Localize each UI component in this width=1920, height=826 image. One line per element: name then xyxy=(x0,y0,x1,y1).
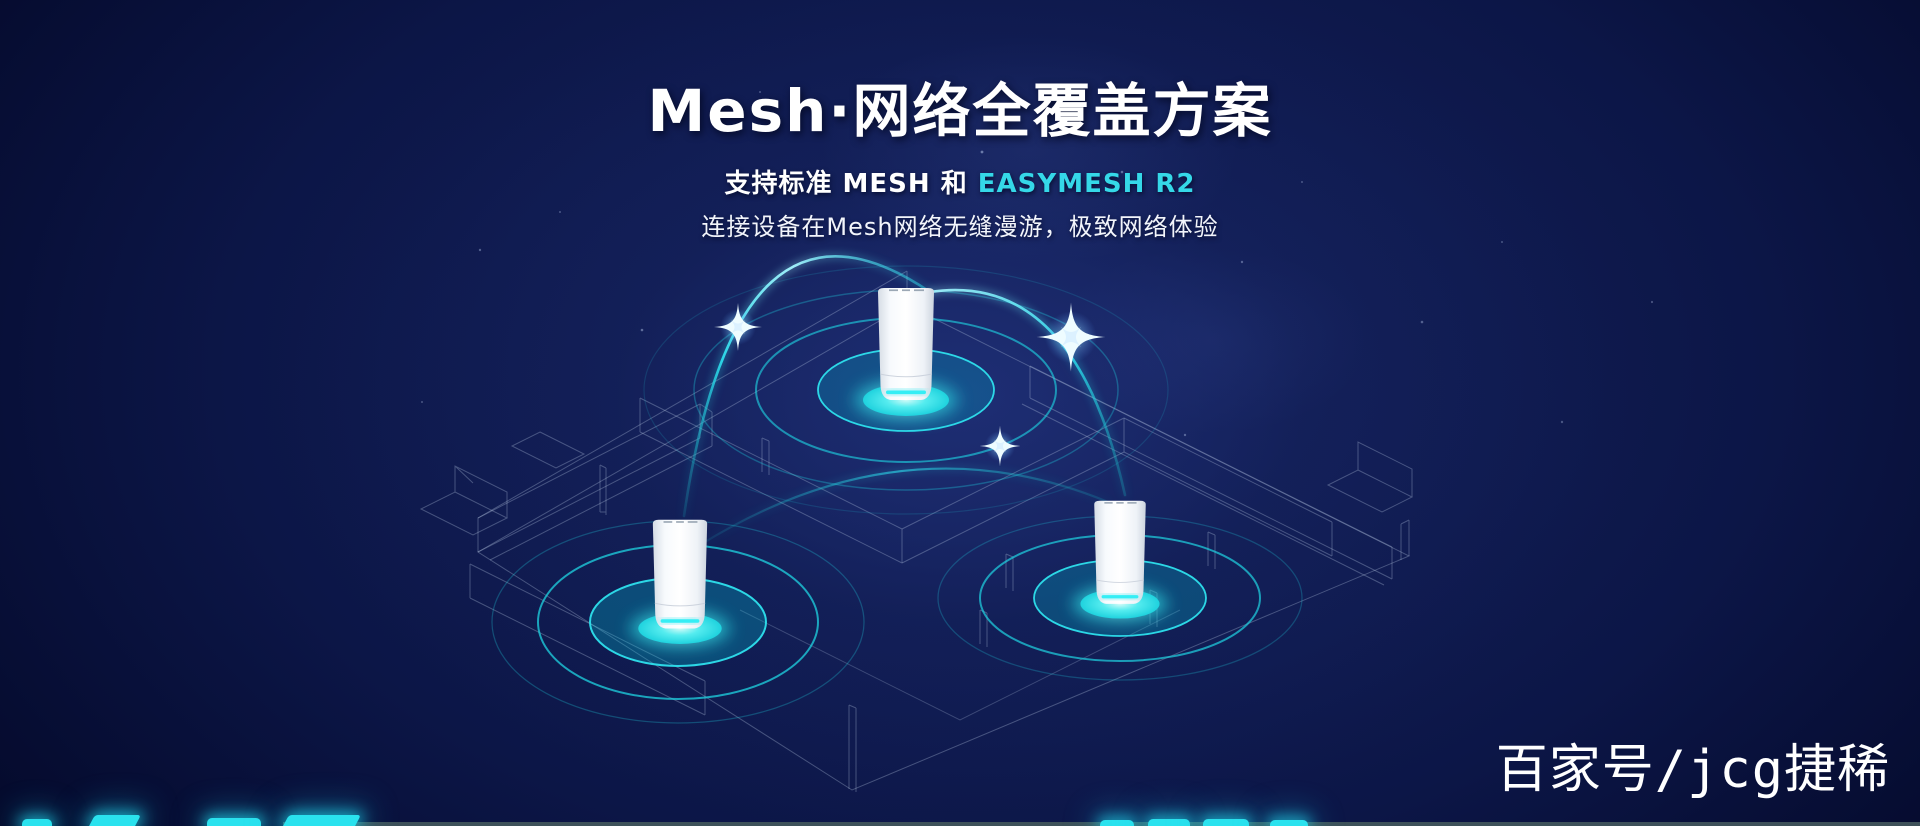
glow-glyph xyxy=(1270,820,1308,826)
watermark-platform: 百家号 xyxy=(1495,740,1655,800)
bottom-cropped-glow-text xyxy=(0,796,1920,826)
right-mesh-router xyxy=(1072,501,1168,622)
sparkle-small-icon xyxy=(979,425,1021,467)
watermark-account: jcg捷稀 xyxy=(1687,740,1890,800)
glow-glyph xyxy=(1148,819,1190,826)
easymesh-highlight: EASYMESH R2 xyxy=(977,168,1196,199)
hero-subtitle-line2: 连接设备在Mesh网络无缝漫游，极致网络体验 xyxy=(701,212,1219,241)
watermark-separator: / xyxy=(1654,740,1688,800)
watermark: 百家号/jcg捷稀 xyxy=(1496,727,1890,802)
glow-glyph xyxy=(283,815,361,826)
glow-glyph xyxy=(89,815,141,826)
hero-text-block: Mesh·网络全覆盖方案 支持标准 MESH 和 EASYMESH R2 连接设… xyxy=(0,78,1920,243)
hero-subtitle-line1: 支持标准 MESH 和 EASYMESH R2 xyxy=(0,169,1920,200)
subtitle1-prefix: 支持标准 MESH 和 xyxy=(724,168,978,199)
glow-glyph xyxy=(207,818,261,826)
sparkle-right-icon xyxy=(1036,302,1106,372)
glow-glyph xyxy=(1203,819,1249,826)
starfield xyxy=(421,35,1654,437)
glow-glyph xyxy=(22,819,52,826)
page-title: Mesh·网络全覆盖方案 xyxy=(647,77,1273,145)
sparkle-left-icon xyxy=(714,303,762,351)
glow-glyph xyxy=(1100,820,1134,826)
